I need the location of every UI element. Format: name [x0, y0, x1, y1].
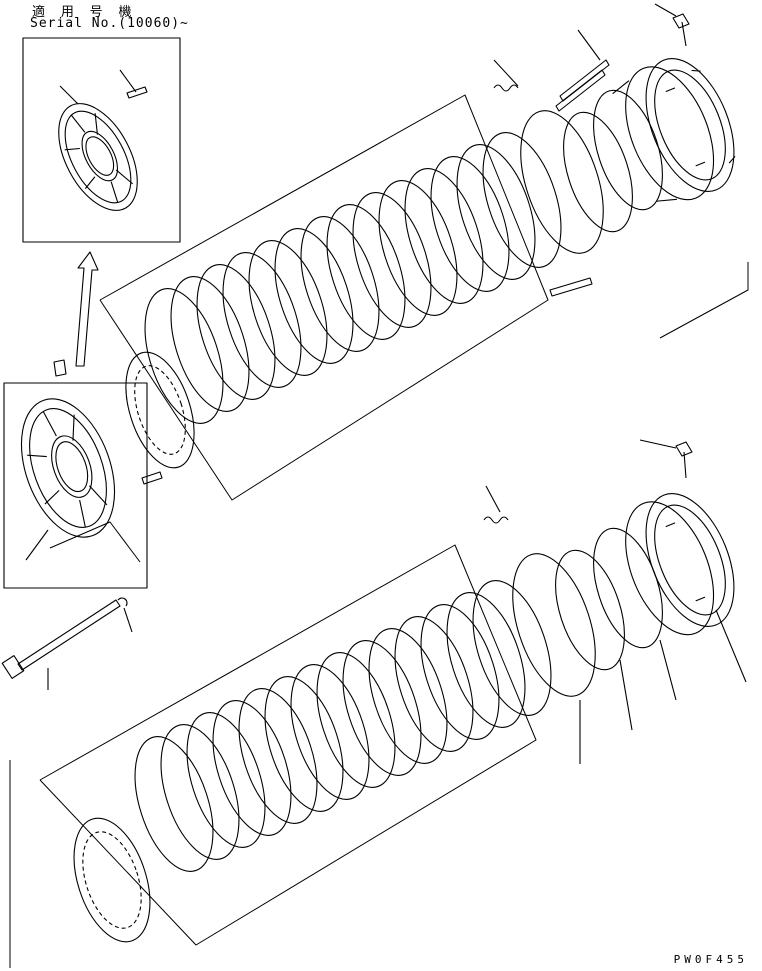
lower-clutch-assembly: [9, 439, 747, 968]
upper-disc-stack: [125, 132, 562, 469]
serial-number-note: Serial No.(10060)~: [30, 16, 189, 31]
long-bolt: [1, 597, 133, 690]
middle-housing: [3, 359, 163, 589]
drawing-code: PW0F455: [673, 953, 748, 966]
applicability-title: 適 用 号 機: [32, 5, 136, 20]
reference-arrow: [75, 251, 99, 367]
inset-detail-box: [22, 37, 181, 243]
upper-clutch-assembly: [99, 3, 749, 501]
lower-disc-stack: [73, 580, 552, 943]
